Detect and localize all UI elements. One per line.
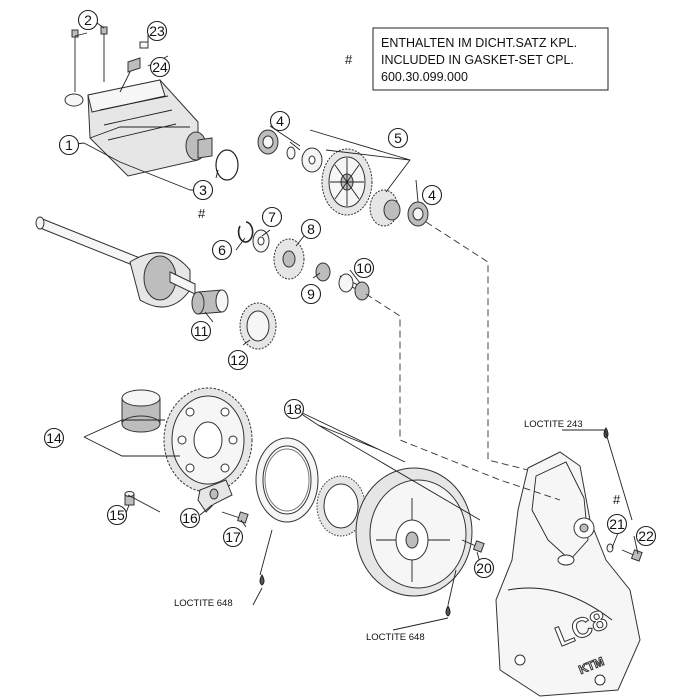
starter-o-ring [215,149,239,181]
callouts: 1 2 3 4 4 5 6 7 8 9 10 11 12 14 15 16 17… [43,9,657,579]
callout-17: 17 [222,526,244,548]
shaft-seal [255,437,319,523]
svg-text:8: 8 [307,221,315,237]
svg-text:12: 12 [230,352,246,368]
callout-7: 7 [261,206,283,228]
note-line-de: ENTHALTEN IM DICHT.SATZ KPL. [381,36,577,50]
svg-text:6: 6 [218,242,226,258]
svg-text:20: 20 [476,560,492,576]
rotor-bolt [461,539,485,553]
callout-18: 18 [283,398,305,420]
callout-6: 6 [211,239,233,261]
sensor-screw [124,491,135,506]
svg-text:5: 5 [394,130,402,146]
svg-text:22: 22 [638,528,654,544]
callout-3: 3 [192,179,214,201]
callout-22: 22 [635,525,657,547]
freewheel-ring-gear [163,387,253,493]
starter-idler-gear [321,148,373,216]
small-washer [286,146,323,173]
callout-2: 2 [77,9,99,31]
callout-21: 21 [606,513,628,535]
sensor-bolt [221,511,249,524]
callout-16: 16 [179,507,201,529]
freewheel-bearing [121,389,161,433]
svg-text:9: 9 [307,286,315,302]
callout-12: 12 [227,349,249,371]
note-part-number: 600.30.099.000 [381,70,468,84]
gasket-set-note: # ENTHALTEN IM DICHT.SATZ KPL. INCLUDED … [345,27,609,91]
hash-marker-o-ring: # [198,206,206,221]
alignment-lines [365,221,561,501]
loctite-labels: LOCTITE 243 LOCTITE 648 LOCTITE 648 [174,419,583,643]
loctite-648-label-left: LOCTITE 648 [174,598,233,609]
svg-text:4: 4 [428,187,436,203]
speed-sensor [197,479,233,513]
starter-bolts [71,26,108,92]
svg-text:15: 15 [109,507,125,523]
bearing-upper-right [407,201,429,227]
callout-23: 23 [146,20,168,42]
starter-cable-terminal [119,41,149,93]
svg-text:17: 17 [225,529,241,545]
svg-text:11: 11 [194,323,209,339]
callout-4-lower: 4 [421,184,443,206]
circlip [237,221,254,243]
callout-8: 8 [300,218,322,240]
callout-11: 11 [190,320,212,342]
svg-text:24: 24 [152,59,168,75]
hash-marker-cover: # [613,492,621,507]
callout-4-upper: 4 [269,110,291,132]
svg-text:1: 1 [65,137,73,153]
thrust-washer [252,229,270,253]
loctite-648-label-right: LOCTITE 648 [366,632,425,643]
svg-text:4: 4 [276,113,284,129]
note-hash-marker: # [345,52,353,67]
callout-24: 24 [149,56,171,78]
needle-bearing-small [315,262,331,282]
intermediate-gear [273,238,305,280]
svg-text:10: 10 [356,260,372,276]
callout-10: 10 [353,257,375,279]
freewheel-gear [369,189,401,227]
note-line-en: INCLUDED IN GASKET-SET CPL. [381,53,574,67]
crank-gear [239,302,277,350]
shaft-sleeve [338,273,370,301]
callout-15: 15 [106,504,128,526]
starter-motor [64,79,213,177]
svg-text:21: 21 [609,516,625,532]
needle-cage [316,475,366,537]
hash-markers: # # [198,206,621,507]
svg-text:18: 18 [286,401,302,417]
svg-text:14: 14 [46,430,62,446]
callout-14: 14 [43,427,65,449]
ignition-cover: LC8 KTM [495,451,641,697]
cover-plug [606,543,643,562]
bearing-upper-left [257,129,279,155]
callout-5: 5 [387,127,409,149]
svg-text:16: 16 [182,510,198,526]
crankshaft [35,216,196,308]
svg-text:23: 23 [149,23,165,39]
callout-9: 9 [300,283,322,305]
svg-text:2: 2 [84,12,92,28]
callout-20: 20 [473,557,495,579]
loctite-drops [259,426,609,617]
loctite-243-label: LOCTITE 243 [524,419,583,430]
svg-text:3: 3 [199,182,207,198]
callout-1: 1 [58,134,80,156]
svg-text:7: 7 [268,209,276,225]
needle-bearing-large [191,289,229,315]
flywheel-rotor [355,467,473,597]
